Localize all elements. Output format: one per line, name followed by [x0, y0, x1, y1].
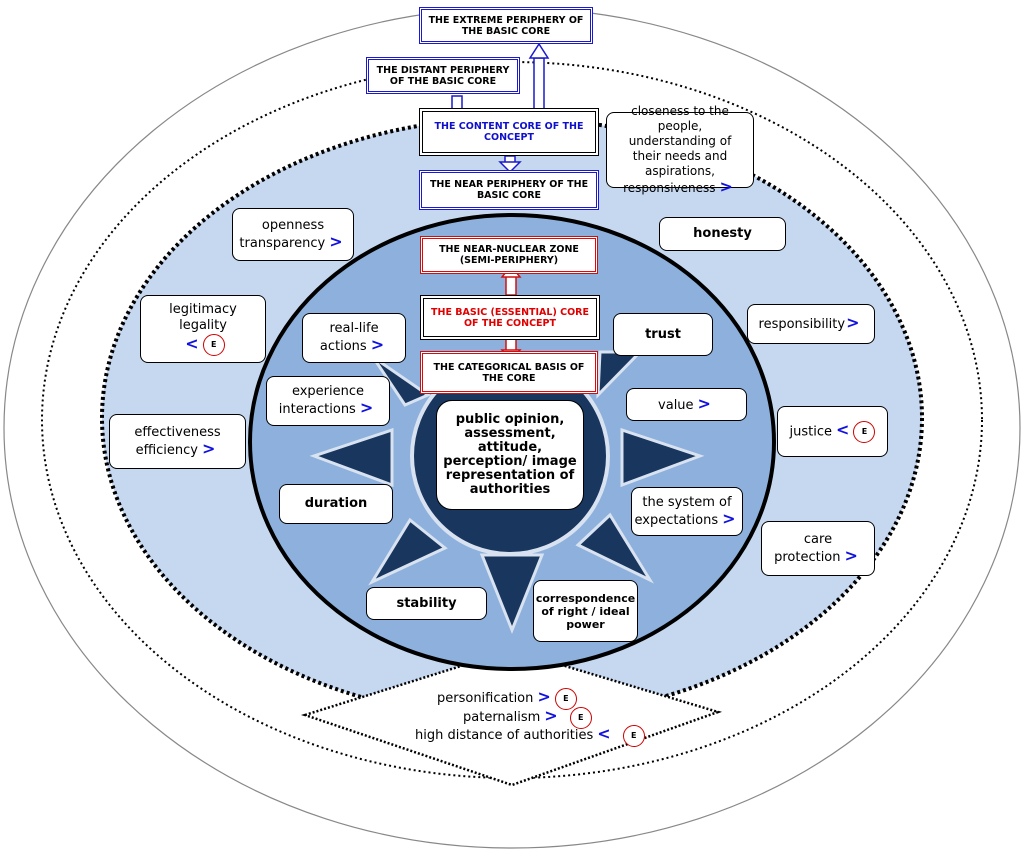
item-system-of-expectations: the system of expectations> [631, 487, 743, 536]
greater-than-icon: > [846, 313, 860, 332]
greater-than-icon: > [359, 398, 374, 417]
e-marker-icon: E [554, 687, 577, 710]
triangle-bottom-left [368, 517, 448, 586]
header-near-nuclear-zone: THE NEAR-NUCLEAR ZONE (SEMI-PERIPHERY) [420, 236, 598, 274]
paternalism-label: paternalism [463, 710, 541, 725]
greater-than-icon: > [329, 231, 343, 251]
header-content-core: THE CONTENT CORE OF THE CONCEPT [419, 108, 599, 156]
less-than-icon: < [597, 724, 611, 743]
header-distant-periphery: THE DISTANT PERIPHERY OF THE BASIC CORE [366, 57, 520, 94]
high-distance-label: high distance of authorities [415, 728, 594, 743]
item-experience-label: experience interactions [278, 384, 365, 417]
item-care: care protection> [761, 521, 875, 576]
item-legitimacy: legitimacy legality <E [140, 295, 266, 363]
e-marker-icon: E [202, 334, 225, 356]
item-system-label: the system of expectations [634, 494, 732, 528]
greater-than-icon: > [537, 687, 551, 706]
item-justice: justice<E [777, 406, 888, 457]
item-legitimacy-label: legitimacy legality [169, 302, 237, 333]
center-concept: public opinion, assessment, attitude, pe… [436, 400, 584, 510]
item-real-life-label: real-life actions [319, 321, 379, 354]
personification-label: personification [437, 691, 534, 706]
e-marker-icon: E [569, 706, 592, 729]
item-care-label: care protection [774, 531, 841, 565]
triangle-right [620, 427, 705, 488]
header-basic-core: THE BASIC (ESSENTIAL) CORE OF THE CONCEP… [420, 295, 600, 340]
e-marker-icon: E [622, 724, 645, 747]
item-real-life: real-life actions> [302, 313, 406, 363]
center-concept-text: public opinion, assessment, attitude, pe… [443, 412, 577, 497]
item-openness: openness transparency> [232, 208, 354, 261]
header-categorical-basis: THE CATEGORICAL BASIS OF THE CORE [420, 351, 598, 394]
item-effectiveness: effectiveness efficiency> [109, 414, 246, 469]
item-duration: duration [279, 484, 393, 524]
greater-than-icon: > [719, 177, 733, 196]
item-duration-label: duration [304, 496, 368, 511]
item-justice-label: justice [789, 424, 833, 439]
item-responsibility: responsibility> [747, 304, 875, 344]
item-value: value> [626, 388, 747, 421]
header-extreme-periphery: THE EXTREME PERIPHERY OF THE BASIC CORE [419, 7, 593, 44]
item-effectiveness-label: effectiveness efficiency [134, 424, 221, 458]
triangle-left [309, 427, 394, 488]
bottom-zone-shape [300, 648, 723, 787]
e-marker-icon: E [853, 420, 876, 443]
item-correspondence: correspondence of right / ideal power [533, 580, 638, 642]
item-correspondence-label: correspondence of right / ideal power [535, 591, 636, 631]
item-stability-label: stability [396, 595, 457, 611]
item-trust-label: trust [645, 326, 681, 342]
item-honesty: honesty [659, 217, 786, 251]
item-openness-label: openness transparency [239, 217, 326, 251]
item-closeness-label: closeness to the people, understanding o… [623, 104, 732, 195]
less-than-icon: < [185, 333, 199, 353]
zone-paternalism: paternalism> E [463, 706, 592, 729]
header-near-periphery: THE NEAR PERIPHERY OF THE BASIC CORE [419, 170, 599, 210]
greater-than-icon: > [722, 508, 736, 528]
item-trust: trust [613, 313, 713, 356]
item-honesty-label: honesty [693, 226, 752, 241]
item-closeness: closeness to the people, understanding o… [606, 104, 754, 195]
item-value-label: value [658, 397, 694, 413]
item-experience: experience interactions> [266, 376, 390, 426]
greater-than-icon: > [844, 545, 858, 565]
item-responsibility-label: responsibility [758, 317, 846, 332]
greater-than-icon: > [370, 335, 385, 354]
item-stability: stability [366, 587, 487, 620]
greater-than-icon: > [544, 706, 558, 725]
arrow-content-to-near [498, 155, 522, 174]
triangle-bottom-right [575, 512, 654, 584]
zone-high-distance: high distance of authorities< E [415, 724, 645, 747]
greater-than-icon: > [202, 438, 216, 458]
zone-personification: personification>E [437, 687, 577, 710]
greater-than-icon: > [697, 393, 711, 413]
less-than-icon: < [836, 420, 850, 439]
